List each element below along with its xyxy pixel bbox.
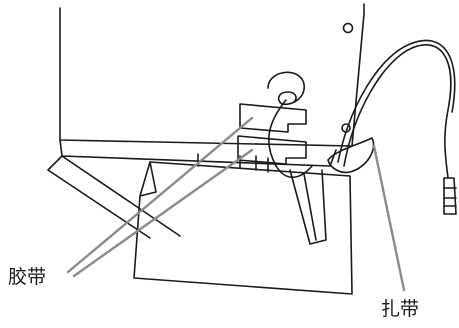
base-plate bbox=[134, 162, 352, 294]
connector-plug bbox=[444, 178, 456, 214]
cable-tie-label: 扎带 bbox=[381, 300, 419, 319]
upper-panel bbox=[60, 4, 364, 146]
tape-lower bbox=[238, 136, 306, 164]
screw-hole-upper-icon bbox=[344, 24, 353, 33]
tape-upper bbox=[240, 104, 306, 132]
leader-tape-lower bbox=[74, 150, 252, 276]
left-leg bbox=[48, 156, 180, 238]
boss-inner bbox=[279, 92, 296, 104]
leader-cable-tie bbox=[374, 146, 404, 290]
right-post bbox=[290, 170, 326, 244]
tape-label: 胶带 bbox=[8, 268, 46, 287]
